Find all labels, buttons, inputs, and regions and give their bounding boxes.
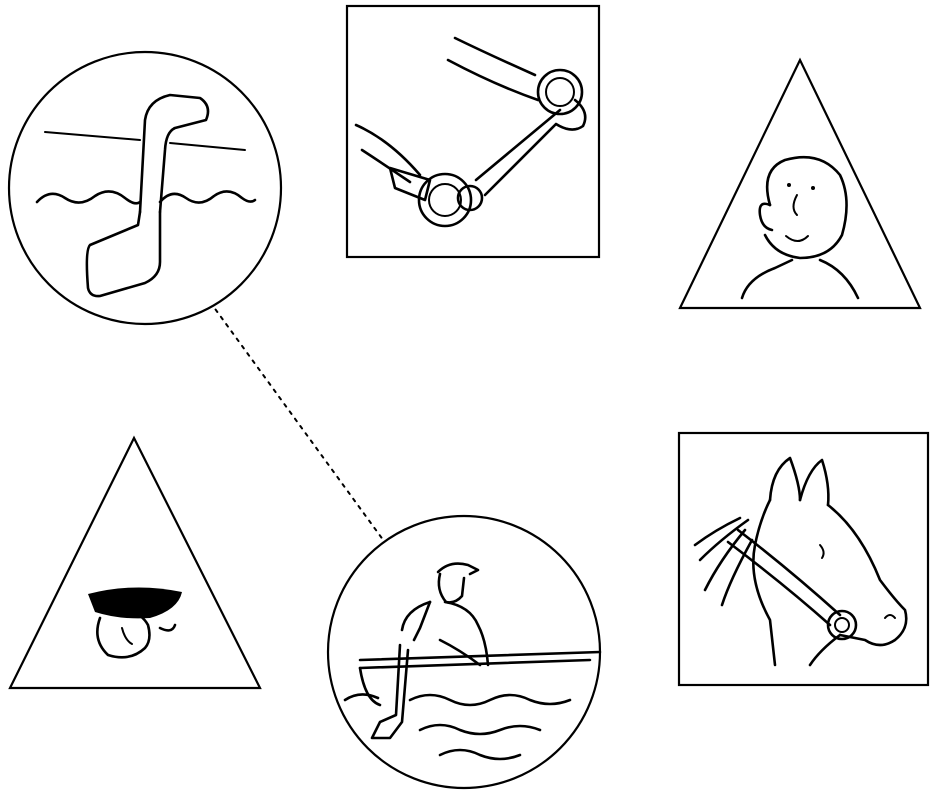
horse-square[interactable] xyxy=(679,433,928,685)
face-triangle[interactable] xyxy=(680,60,920,308)
bit-square[interactable] xyxy=(347,6,599,257)
oar-circle[interactable] xyxy=(9,52,281,324)
rower-circle[interactable] xyxy=(328,516,600,788)
dotted-connector-line xyxy=(205,295,405,570)
tongue-triangle[interactable] xyxy=(10,438,260,688)
